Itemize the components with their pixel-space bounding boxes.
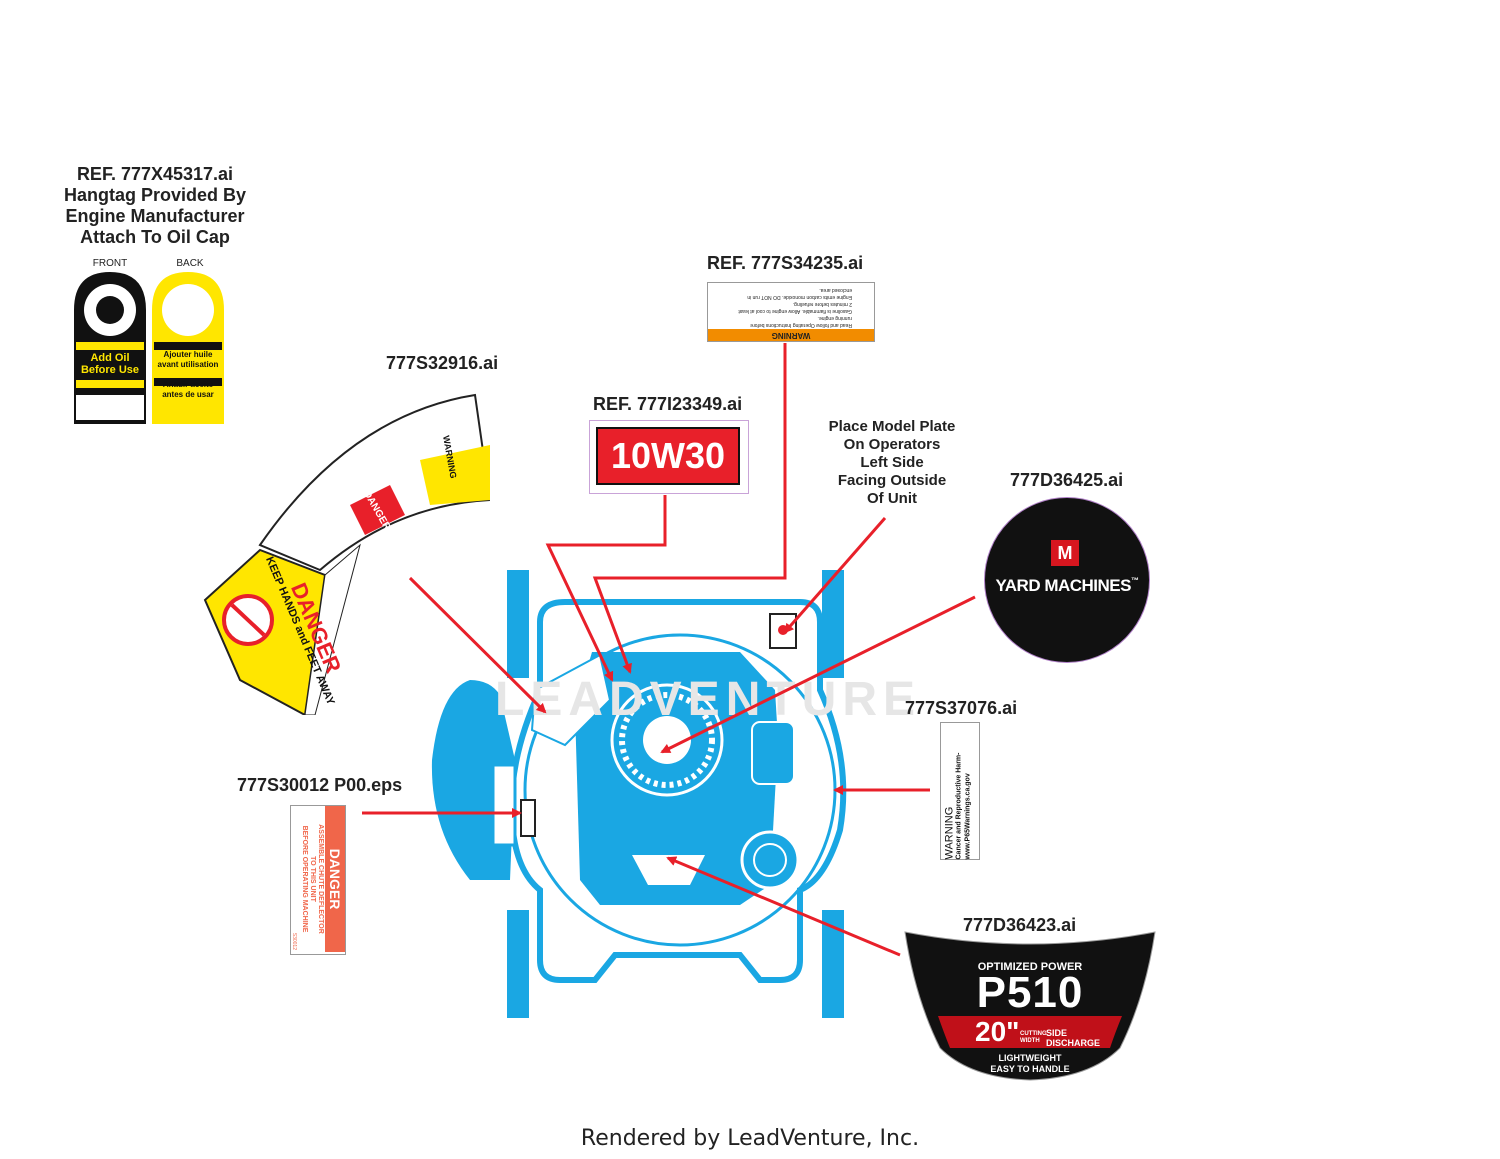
p510-side: SIDE DISCHARGE bbox=[1046, 1028, 1100, 1048]
prop65-decal: WARNING Cancer and Reproductive Harm- ww… bbox=[940, 722, 980, 860]
logo-decal-tm: ™ bbox=[1131, 576, 1139, 585]
arrow-p510 bbox=[666, 856, 901, 957]
label-32916-ref: 777S32916.ai bbox=[386, 353, 499, 373]
warning-34235-text: Read and follow Operating Instructions b… bbox=[738, 286, 852, 328]
model-plate-line5: Of Unit bbox=[867, 490, 917, 507]
engine-muffler bbox=[751, 721, 795, 785]
p510-width: 20" bbox=[975, 1016, 1020, 1047]
hangtag-front-text2: Before Use bbox=[80, 364, 140, 376]
chute-text: ASSEMBLE CHUTE DEFLECTOR TO THIS UNIT BE… bbox=[300, 806, 324, 952]
p510-side2: DISCHARGE bbox=[1046, 1038, 1101, 1048]
prop65-line2: www.P65Warnings.ca.gov bbox=[964, 773, 972, 860]
oil-decal-text: 10W30 bbox=[596, 427, 740, 485]
warning-34235-line1: Read and follow Operating Instructions b… bbox=[750, 322, 852, 328]
chute-code: S30012 bbox=[291, 932, 297, 950]
logo-decal-brand: YARD MACHINES™ bbox=[985, 576, 1149, 596]
arrow-32916 bbox=[408, 576, 547, 714]
hangtag-back-label: BACK bbox=[176, 258, 204, 269]
oil-label-ref: REF. 777I23349.ai bbox=[593, 394, 743, 414]
hangtag-back-text1: Ajouter huile bbox=[163, 350, 213, 359]
hangtag-front-text1: Add Oil bbox=[90, 352, 130, 364]
chute-decal: DANGER ASSEMBLE CHUTE DEFLECTOR TO THIS … bbox=[290, 805, 346, 955]
p510-line1: OPTIMIZED POWER bbox=[977, 961, 1083, 973]
warning-34235-line3: Gasoline is flammable. Allow engine to c… bbox=[738, 308, 852, 314]
chute-line1: ASSEMBLE CHUTE DEFLECTOR bbox=[317, 824, 324, 934]
warning-34235-line2: running engine. bbox=[817, 315, 852, 321]
warning-34235-decal: WARNING Read and follow Operating Instru… bbox=[707, 282, 875, 342]
hangtag-caption: REF. 777X45317.ai Hangtag Provided By En… bbox=[35, 164, 275, 248]
model-plate-line2: On Operators bbox=[843, 436, 941, 453]
watermark: LEADVENTURE bbox=[495, 673, 921, 726]
warning-34235-line6: enclosed area. bbox=[819, 287, 852, 293]
recoil-starter bbox=[610, 683, 724, 797]
logo-decal: M YARD MACHINES™ bbox=[984, 497, 1150, 663]
hangtag-back-text2: avant utilisation bbox=[157, 360, 219, 369]
arrow-model-plate bbox=[783, 517, 887, 634]
chute-ref: 777S30012 P00.eps bbox=[237, 775, 403, 795]
p510-line3: LIGHTWEIGHT bbox=[998, 1053, 1062, 1063]
warning-34235-line5: Engine emits carbon monoxide. DO NOT run… bbox=[747, 294, 852, 300]
p510-side1: SIDE bbox=[1046, 1028, 1068, 1038]
hangtag-front-text: Add Oil Before Use bbox=[74, 352, 146, 376]
hangtag-back-text: Ajouter huile avant utilisation Añadir a… bbox=[152, 350, 224, 400]
engine-label-plate bbox=[632, 855, 705, 885]
engine-filter bbox=[740, 830, 800, 890]
hangtag-back-text3: Añadir aceite bbox=[162, 380, 214, 389]
ref-34235-label: REF. 777S34235.ai bbox=[707, 253, 864, 273]
chute-label-spot bbox=[520, 799, 536, 837]
p510-ref: 777D36423.ai bbox=[963, 915, 1077, 935]
engine-body bbox=[575, 652, 778, 905]
prop65-line1: Cancer and Reproductive Harm- bbox=[955, 752, 963, 860]
hangtag-image bbox=[74, 272, 224, 424]
footer-credit: Rendered by LeadVenture, Inc. bbox=[580, 1126, 920, 1151]
callout-arrows bbox=[362, 343, 976, 957]
chute-decal-inner: DANGER ASSEMBLE CHUTE DEFLECTOR TO THIS … bbox=[291, 806, 345, 952]
p510-cutting2: WIDTH bbox=[1020, 1038, 1040, 1044]
hangtag-line2: Engine Manufacturer bbox=[65, 206, 245, 226]
chute-line3: BEFORE OPERATING MACHINE bbox=[301, 825, 308, 933]
prop65-warning: WARNING bbox=[943, 806, 956, 860]
deck-outline bbox=[508, 599, 847, 983]
model-plate-note: Place Model Plate On Operators Left Side… bbox=[812, 418, 972, 508]
hangtag-back-text4: antes de usar bbox=[162, 390, 214, 399]
yard-machines-logo-icon: M bbox=[1051, 540, 1079, 566]
p510-cutting1: CUTTING bbox=[1020, 1031, 1047, 1037]
p510-decal-shape bbox=[904, 931, 1156, 1081]
wheel-rear-right bbox=[822, 570, 844, 678]
label-32916-decal bbox=[203, 393, 490, 715]
wheel-rear-left bbox=[507, 570, 529, 678]
arrow-logo bbox=[660, 595, 976, 754]
p510-line4: EASY TO HANDLE bbox=[990, 1064, 1070, 1074]
arrow-oil bbox=[545, 495, 667, 682]
hangtag-ref: REF. 777X45317.ai bbox=[76, 164, 234, 184]
wheel-front-right bbox=[822, 910, 844, 1018]
hangtag-line1: Hangtag Provided By bbox=[63, 185, 247, 205]
chute-danger: DANGER bbox=[325, 806, 345, 952]
model-plate-line4: Facing Outside bbox=[837, 472, 947, 489]
fuel-label-outline bbox=[530, 653, 612, 747]
logo-decal-ref: 777D36425.ai bbox=[1010, 470, 1124, 490]
model-plate-line3: Left Side bbox=[860, 454, 924, 471]
wheel-front-left bbox=[507, 910, 529, 1018]
prop65-text: WARNING Cancer and Reproductive Harm- ww… bbox=[943, 724, 973, 860]
p510-model: P510 bbox=[976, 968, 1084, 1017]
model-plate-line1: Place Model Plate bbox=[828, 418, 956, 435]
hangtag-line3: Attach To Oil Cap bbox=[80, 227, 230, 247]
chute-bracket bbox=[491, 763, 517, 847]
prop65-ref: 777S37076.ai bbox=[905, 698, 1018, 718]
warning-34235-line4: 2 minutes before refueling. bbox=[792, 301, 852, 307]
warning-34235-header: WARNING bbox=[708, 329, 874, 341]
hangtag-front-label: FRONT bbox=[92, 258, 128, 269]
oil-decal: 10W30 bbox=[589, 420, 749, 494]
chute-line2: TO THIS UNIT bbox=[309, 856, 316, 902]
p510-tagline: LIGHTWEIGHT EASY TO HANDLE bbox=[930, 1053, 1130, 1075]
p510-cutting: CUTTING WIDTH bbox=[1020, 1031, 1047, 1045]
logo-decal-brand-text: YARD MACHINES bbox=[995, 576, 1131, 595]
arrow-34235 bbox=[592, 343, 787, 674]
